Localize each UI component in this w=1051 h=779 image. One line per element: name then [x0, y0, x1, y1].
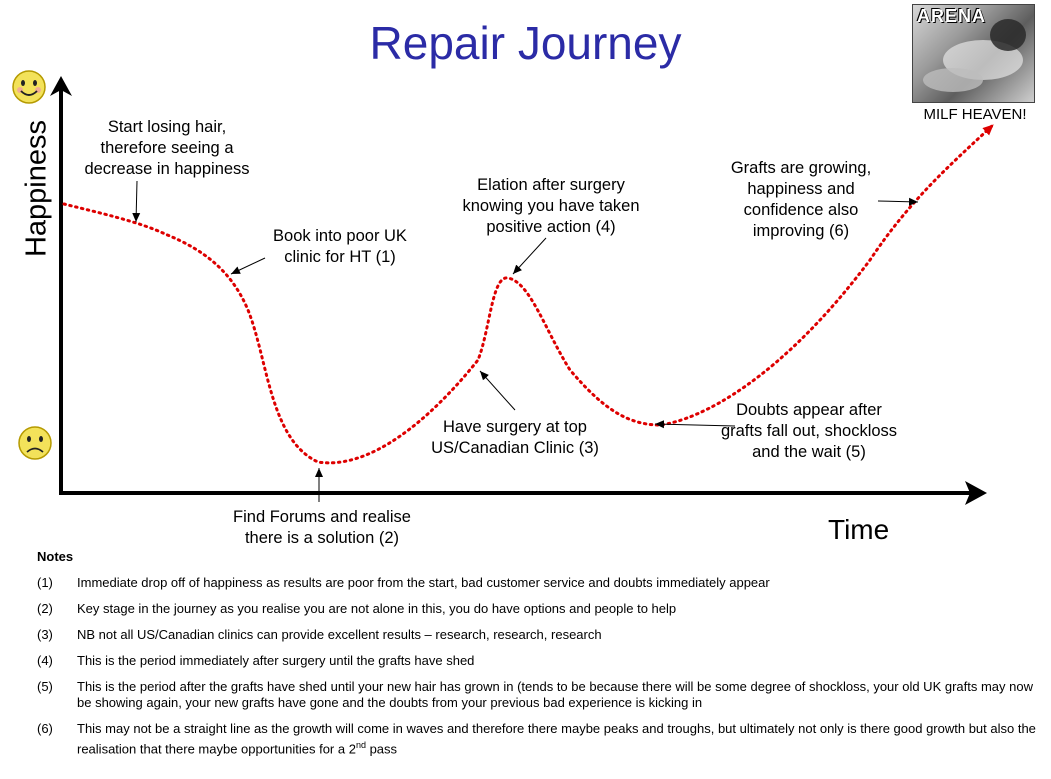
note-item: (4) This is the period immediately after…	[37, 653, 1037, 669]
note-item: (5) This is the period after the grafts …	[37, 679, 1037, 711]
note-text: This is the period immediately after sur…	[77, 653, 475, 668]
sad-face-icon	[18, 426, 52, 460]
note-item: (2) Key stage in the journey as you real…	[37, 601, 1037, 617]
magazine-brand: ARENA	[917, 6, 987, 26]
annotation-book: Book into poor UK clinic for HT (1)	[273, 227, 407, 266]
notes-section: Notes (1) Immediate drop off of happines…	[37, 549, 1037, 767]
pointer-book	[230, 257, 266, 275]
happy-face-icon	[12, 70, 46, 104]
magazine-cover-image: ARENA	[912, 4, 1035, 103]
y-axis-label: Happiness	[20, 119, 53, 258]
image-caption: MILF HEAVEN!	[923, 106, 1027, 123]
note-number: (3)	[37, 627, 53, 642]
pointer-growing	[877, 197, 919, 206]
note-text-ordinal: 2	[348, 741, 356, 757]
annotation-start: Start losing hair, therefore seeing a de…	[84, 118, 250, 178]
note-text-main: This may not be a straight line as the g…	[77, 721, 1036, 757]
pointer-start	[132, 180, 141, 223]
pointer-surgery	[479, 370, 516, 411]
note-number: (6)	[37, 721, 53, 736]
x-axis	[59, 481, 987, 505]
note-number: (5)	[37, 679, 53, 694]
note-text: This may not be a straight line as the g…	[77, 721, 1037, 757]
note-text-superscript: nd	[355, 740, 366, 750]
note-text: Immediate drop off of happiness as resul…	[77, 575, 770, 590]
annotation-growing: Grafts are growing, happiness and confid…	[730, 159, 872, 240]
note-text: This is the period after the grafts have…	[77, 679, 1034, 710]
note-text: NB not all US/Canadian clinics can provi…	[77, 627, 602, 642]
annotation-forums: Find Forums and realise there is a solut…	[233, 508, 411, 547]
note-text-tail: pass	[365, 741, 398, 757]
pointer-doubts	[654, 420, 736, 429]
pointer-elation	[512, 237, 547, 275]
cover-photo	[923, 19, 1026, 92]
note-item: (1) Immediate drop off of happiness as r…	[37, 575, 1037, 591]
note-number: (2)	[37, 601, 53, 616]
happiness-curve	[62, 123, 995, 465]
notes-heading: Notes	[37, 549, 74, 564]
x-axis-label: Time	[828, 514, 890, 545]
note-item: (6) This may not be a straight line as t…	[37, 721, 1037, 757]
note-text: Key stage in the journey as you realise …	[77, 601, 677, 616]
note-item: (3) NB not all US/Canadian clinics can p…	[37, 627, 1037, 643]
note-number: (1)	[37, 575, 53, 590]
y-axis	[50, 76, 72, 493]
note-number: (4)	[37, 653, 53, 668]
annotation-doubts: Doubts appear after grafts fall out, sho…	[720, 401, 898, 461]
annotation-elation: Elation after surgery knowing you have t…	[462, 176, 640, 236]
annotation-surgery: Have surgery at top US/Canadian Clinic (…	[431, 418, 599, 457]
page-title: Repair Journey	[369, 17, 682, 69]
